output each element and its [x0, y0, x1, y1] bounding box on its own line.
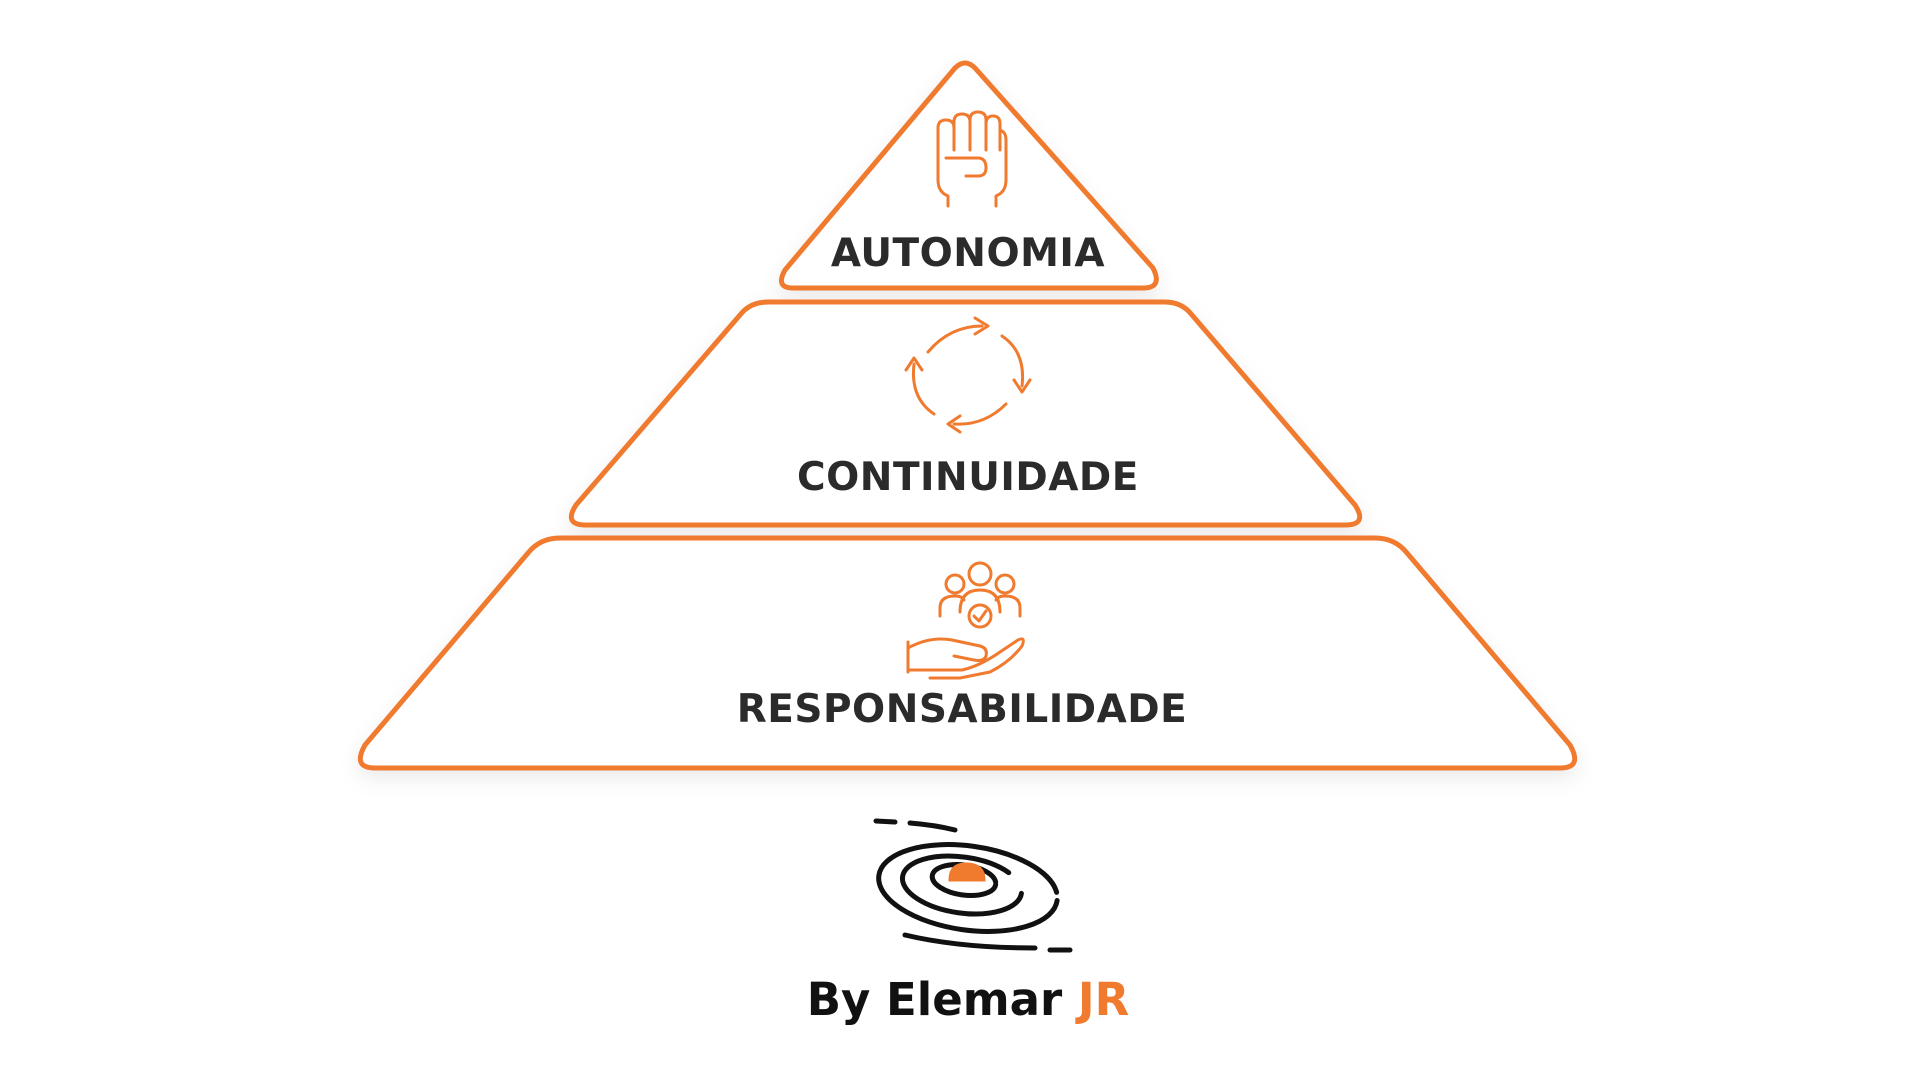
- brand-suffix: JR: [1075, 973, 1129, 1026]
- pyramid-tier-continuidade: CONTINUIDADE: [568, 299, 1363, 528]
- pyramid-tier-autonomia: AUTONOMIA: [778, 60, 1159, 291]
- circular-arrows-cycle-icon: [904, 316, 1032, 434]
- raised-fist-icon: [936, 110, 1008, 208]
- tier-label-continuidade: CONTINUIDADE: [797, 455, 1139, 500]
- galaxy-spiral-icon: [873, 818, 1073, 953]
- tier-shape-responsabilidade: [357, 535, 1578, 771]
- pyramid-tier-responsabilidade: RESPONSABILIDADE: [357, 535, 1578, 771]
- brand-prefix: By Elemar: [807, 973, 1078, 1026]
- tier-label-responsabilidade: RESPONSABILIDADE: [737, 687, 1188, 732]
- tier-label-autonomia: AUTONOMIA: [831, 231, 1105, 276]
- galaxy-core: [948, 862, 986, 882]
- tier-shape-continuidade: [568, 299, 1363, 528]
- hand-holding-people-icon: [906, 561, 1025, 680]
- brand-name: By Elemar JR: [807, 973, 1130, 1026]
